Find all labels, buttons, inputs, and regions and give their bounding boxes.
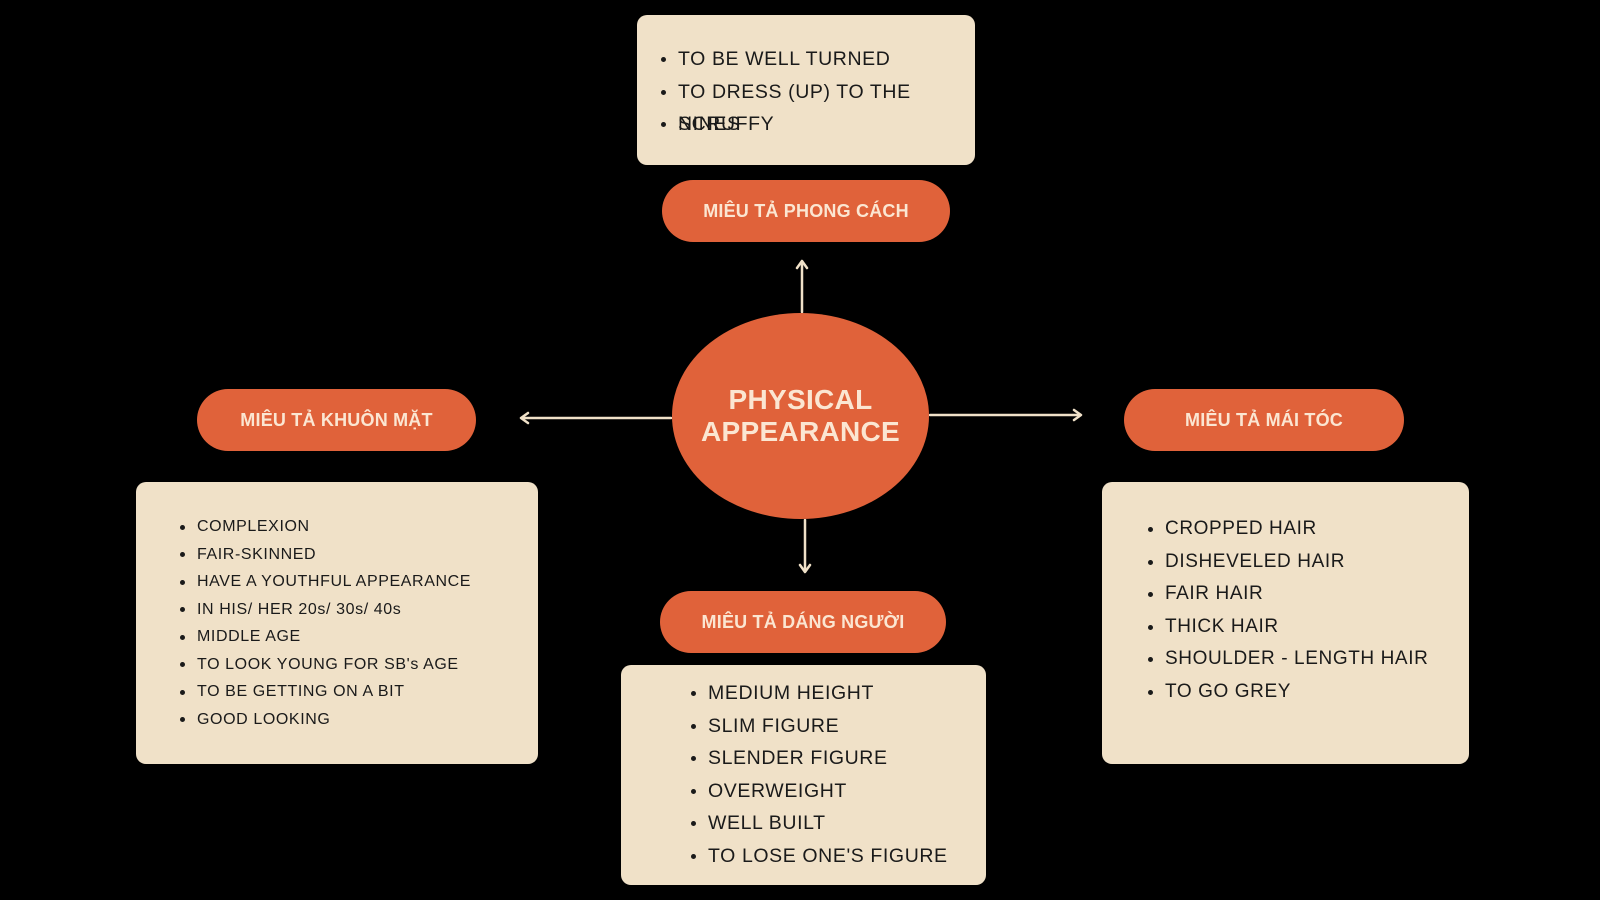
branch-label-body: MIÊU TẢ DÁNG NGƯỜI [660, 591, 946, 653]
list-item: DISHEVELED HAIR [1148, 546, 1469, 579]
face-items-card: COMPLEXION FAIR-SKINNED HAVE A YOUTHFUL … [136, 482, 538, 764]
list-item: SLIM FIGURE [691, 710, 986, 743]
list-item: TO GO GREY [1148, 676, 1469, 709]
branch-label-face-text: MIÊU TẢ KHUÔN MẶT [240, 409, 433, 430]
branch-label-hair-text: MIÊU TẢ MÁI TÓC [1185, 409, 1343, 430]
list-item: GOOD LOOKING [180, 706, 538, 734]
list-item: TO LOOK YOUNG FOR SB's AGE [180, 651, 538, 679]
list-item: WELL BUILT [691, 807, 986, 840]
list-item: THICK HAIR [1148, 611, 1469, 644]
central-topic-line-1: PHYSICAL [728, 384, 873, 415]
style-items-card: TO BE WELL TURNED TO DRESS (UP) TO THE N… [637, 15, 975, 165]
list-item: HAVE A YOUTHFUL APPEARANCE [180, 568, 538, 596]
face-items-list: COMPLEXION FAIR-SKINNED HAVE A YOUTHFUL … [180, 513, 538, 734]
style-items-list: TO BE WELL TURNED TO DRESS (UP) TO THE N… [661, 43, 975, 141]
arrow-left [519, 411, 673, 425]
body-items-card: MEDIUM HEIGHT SLIM FIGURE SLENDER FIGURE… [621, 665, 986, 885]
list-item: MIDDLE AGE [180, 623, 538, 651]
branch-label-style-text: MIÊU TẢ PHONG CÁCH [703, 200, 909, 221]
list-item: MEDIUM HEIGHT [691, 677, 986, 710]
branch-label-body-text: MIÊU TẢ DÁNG NGƯỜI [701, 611, 905, 632]
list-item: COMPLEXION [180, 513, 538, 541]
branch-label-style: MIÊU TẢ PHONG CÁCH [662, 180, 950, 242]
list-item: OVERWEIGHT [691, 775, 986, 808]
arrow-down [798, 518, 812, 574]
list-item: FAIR HAIR [1148, 578, 1469, 611]
list-item: TO DRESS (UP) TO THE NINES [661, 76, 975, 135]
hair-items-list: CROPPED HAIR DISHEVELED HAIR FAIR HAIR T… [1148, 513, 1469, 709]
list-item: SHOULDER - LENGTH HAIR [1148, 643, 1469, 676]
list-item: FAIR-SKINNED [180, 541, 538, 569]
central-topic-line-2: APPEARANCE [700, 416, 901, 447]
central-topic: PHYSICAL APPEARANCE [672, 313, 929, 519]
arrow-right [928, 408, 1083, 422]
arrow-up [795, 259, 809, 314]
list-item: CROPPED HAIR [1148, 513, 1469, 546]
list-item: TO LOSE ONE'S FIGURE [691, 840, 986, 873]
list-item: IN HIS/ HER 20s/ 30s/ 40s [180, 596, 538, 624]
list-item: SLENDER FIGURE [691, 742, 986, 775]
branch-label-hair: MIÊU TẢ MÁI TÓC [1124, 389, 1404, 451]
branch-label-face: MIÊU TẢ KHUÔN MẶT [197, 389, 476, 451]
body-items-list: MEDIUM HEIGHT SLIM FIGURE SLENDER FIGURE… [691, 677, 986, 873]
list-item: TO BE WELL TURNED [661, 43, 975, 76]
hair-items-card: CROPPED HAIR DISHEVELED HAIR FAIR HAIR T… [1102, 482, 1469, 764]
list-item: SCRUFFY [661, 108, 975, 141]
list-item: TO BE GETTING ON A BIT [180, 678, 538, 706]
